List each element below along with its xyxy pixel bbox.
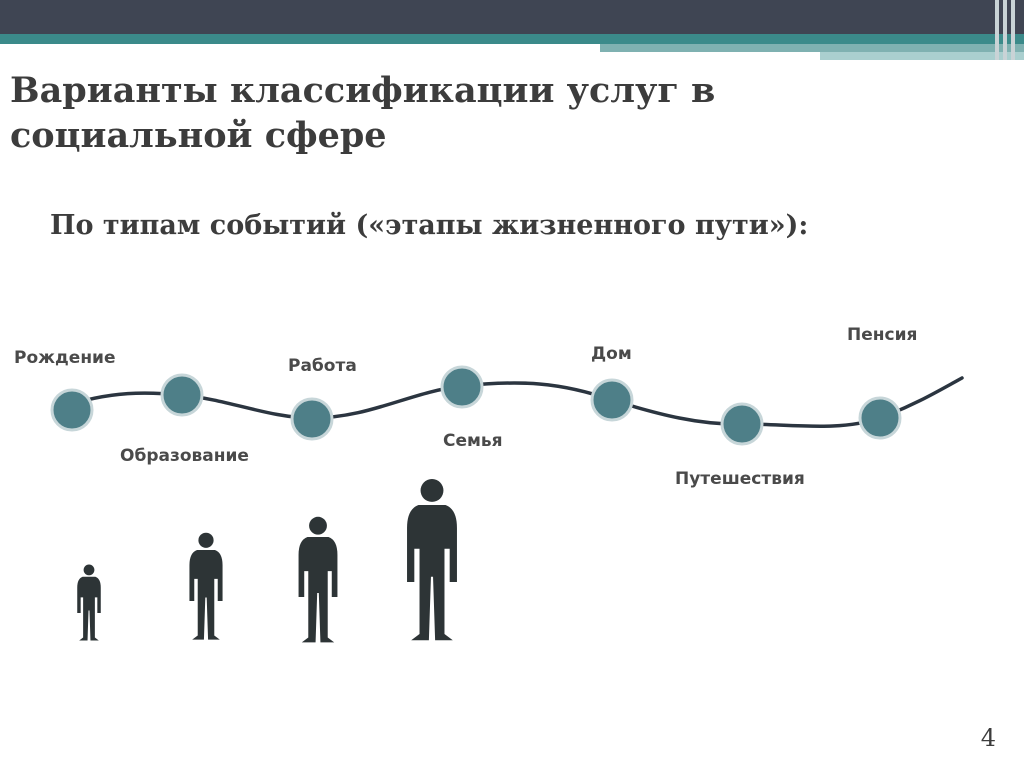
person-silhouette-icon (407, 479, 457, 641)
stage-label-home: Дом (591, 344, 632, 364)
stage-label-work: Работа (288, 356, 357, 376)
timeline-node-icon (858, 396, 902, 440)
timeline-node-icon (720, 402, 764, 446)
stage-label-travel: Путешествия (675, 469, 805, 489)
timeline-node-icon (50, 388, 94, 432)
life-path-timeline: Рождение Образование Работа Семья Дом Пу… (0, 300, 1024, 660)
person-silhouette-icon (298, 516, 338, 643)
stage-label-retirement: Пенсия (847, 325, 918, 345)
stage-label-family: Семья (443, 431, 503, 451)
page-number: 4 (980, 724, 996, 752)
timeline-node-icon (290, 397, 334, 441)
timeline-node-icon (590, 378, 634, 422)
slide-subtitle: По типам событий («этапы жизненного пути… (50, 210, 809, 241)
timeline-node-icon (160, 373, 204, 417)
person-silhouette-icon (77, 564, 101, 641)
stage-label-birth: Рождение (14, 348, 116, 368)
timeline-node-icon (440, 365, 484, 409)
slide-title: Варианты классификации услуг в социально… (10, 70, 716, 156)
header-decoration (0, 0, 1024, 60)
timeline-graphic (50, 365, 964, 643)
person-silhouette-icon (189, 532, 223, 640)
stage-label-education: Образование (120, 446, 249, 466)
